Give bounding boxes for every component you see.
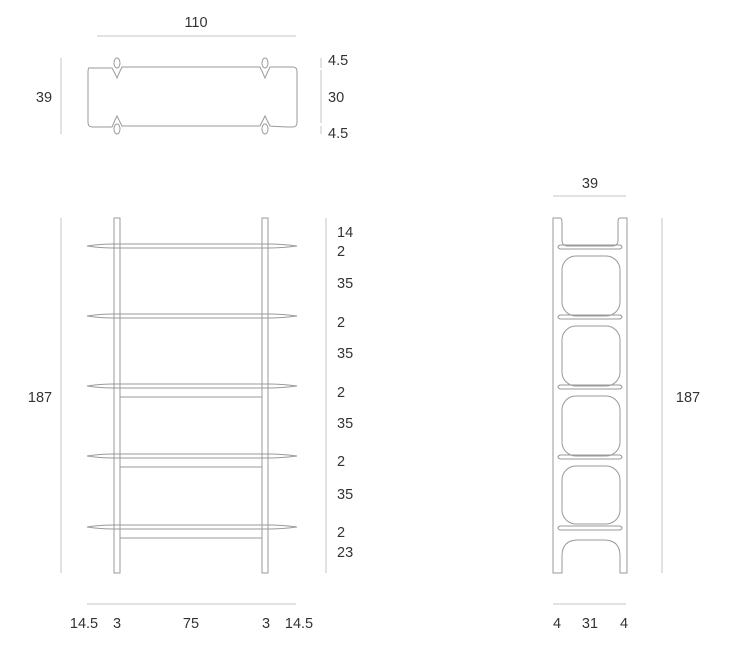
bolt-icon <box>261 123 269 135</box>
front-dim-label: 2 <box>337 315 345 331</box>
side-width-label: 39 <box>582 176 598 192</box>
side-bottom-label: 31 <box>582 616 598 632</box>
shelf <box>86 453 298 459</box>
top-outline <box>87 66 298 128</box>
front-dim-label: 2 <box>337 525 345 541</box>
left-upright <box>113 217 121 574</box>
side-shelf <box>557 244 623 250</box>
front-dim-label: 35 <box>337 276 353 292</box>
side-shelf <box>557 384 623 390</box>
shelf <box>86 243 298 249</box>
bolt-icon <box>261 57 269 69</box>
front-dim-label: 23 <box>337 545 353 561</box>
front-bottom-label: 75 <box>183 616 199 632</box>
top-dim-label: 4.5 <box>328 53 348 69</box>
side-view: 39 187 4 31 4 <box>552 176 700 632</box>
side-height-label: 187 <box>676 390 700 406</box>
front-bottom-label: 3 <box>113 616 121 632</box>
front-dim-label: 2 <box>337 244 345 260</box>
front-dim-label: 35 <box>337 487 353 503</box>
side-opening <box>561 325 621 387</box>
shelf <box>86 524 298 530</box>
top-dim-label: 30 <box>328 90 344 106</box>
side-frame <box>552 217 628 574</box>
top-view: 110 39 4.5 30 4.5 <box>36 15 348 142</box>
side-opening <box>561 395 621 457</box>
side-bottom-label: 4 <box>620 616 628 632</box>
front-dim-label: 14 <box>337 225 353 241</box>
side-bottom-label: 4 <box>553 616 561 632</box>
side-opening <box>561 465 621 525</box>
front-height-label: 187 <box>28 390 52 406</box>
front-dim-label: 35 <box>337 346 353 362</box>
front-dim-label: 35 <box>337 416 353 432</box>
side-shelf <box>557 454 623 460</box>
side-opening <box>561 255 621 317</box>
front-bottom-label: 14.5 <box>70 616 98 632</box>
front-bottom-label: 3 <box>262 616 270 632</box>
top-dim-label: 4.5 <box>328 126 348 142</box>
top-depth-label: 39 <box>36 90 52 106</box>
side-shelf <box>557 314 623 320</box>
side-shelf <box>557 525 623 531</box>
right-upright <box>261 217 269 574</box>
front-bottom-label: 14.5 <box>285 616 313 632</box>
top-width-label: 110 <box>184 15 207 31</box>
shelf <box>86 383 298 389</box>
front-dim-label: 2 <box>337 385 345 401</box>
front-dim-label: 2 <box>337 454 345 470</box>
bolt-icon <box>113 123 121 135</box>
bolt-icon <box>113 57 121 69</box>
shelf <box>86 313 298 319</box>
front-view: 187 14 2 35 2 35 2 35 2 35 2 23 14.5 3 7… <box>28 217 353 632</box>
